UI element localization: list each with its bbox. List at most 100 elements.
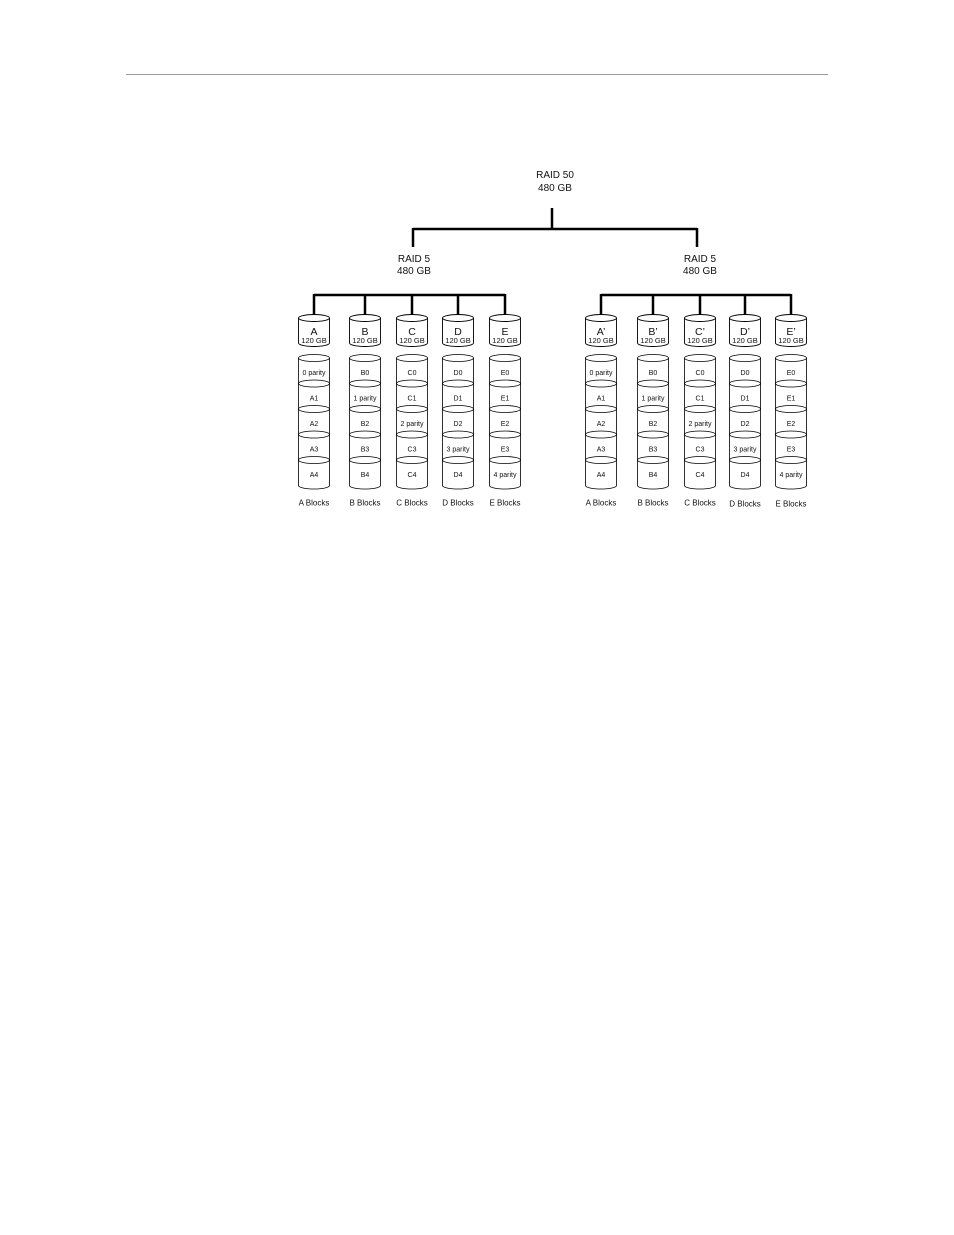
block-label: A4 [597, 472, 606, 479]
block-label: E0 [501, 370, 510, 377]
block-segment-top [684, 405, 716, 413]
block-segment-top [489, 379, 521, 388]
block-label: B4 [361, 472, 370, 479]
block-label: C4 [408, 472, 417, 479]
disk-icon-top [775, 314, 807, 322]
block-segment [489, 460, 521, 490]
block-segment-top [349, 354, 381, 362]
disk-blocks-caption: D Blocks [442, 499, 474, 508]
block-segment-top [349, 379, 381, 388]
page-header-rule [126, 74, 828, 75]
block-segment-top [729, 430, 761, 439]
block-segment-top [298, 405, 330, 413]
block-segment [729, 460, 761, 490]
block-label: A2 [597, 421, 606, 428]
block-label: E1 [787, 396, 796, 403]
disk-size: 120 GB [588, 336, 613, 345]
block-segment-top [489, 405, 521, 413]
block-segment [298, 460, 330, 490]
block-segment-top [729, 379, 761, 388]
block-label: D1 [454, 396, 463, 403]
disk-size: 120 GB [399, 336, 424, 345]
block-label: 3 parity [734, 447, 757, 454]
disk-name: B [361, 326, 368, 338]
disk-blocks-caption: E Blocks [775, 500, 806, 509]
disk-name: B’ [648, 326, 657, 338]
block-segment-top [775, 405, 807, 413]
block-segment-top [775, 354, 807, 362]
raid5-right-capacity: 480 GB [683, 266, 717, 277]
disk-name: A’ [597, 326, 606, 338]
raid5-left-capacity: 480 GB [397, 266, 431, 277]
block-label: E3 [787, 447, 796, 454]
block-label: E3 [501, 447, 510, 454]
block-segment-top [729, 456, 761, 464]
raid5-right-label: RAID 5 [684, 254, 717, 265]
block-segment-top [637, 430, 669, 439]
block-label: B2 [649, 421, 658, 428]
block-label: C0 [696, 370, 705, 377]
block-segment [585, 460, 617, 490]
disk-blocks-caption: C Blocks [684, 499, 716, 508]
block-label: A1 [310, 396, 319, 403]
disk-icon [489, 318, 521, 347]
block-segment-top [775, 430, 807, 439]
block-segment-top [396, 405, 428, 413]
block-label: E0 [787, 370, 796, 377]
block-segment-top [442, 430, 474, 439]
block-label: 0 parity [590, 370, 613, 377]
block-label: C4 [696, 472, 705, 479]
block-segment [442, 460, 474, 490]
disk-icon-top [637, 314, 669, 322]
block-segment-top [396, 354, 428, 362]
disk-blocks-caption: A Blocks [299, 499, 330, 508]
block-segment-top [396, 456, 428, 464]
block-segment-top [298, 354, 330, 362]
disk-blocks-caption: D Blocks [729, 500, 761, 509]
raid50-label: RAID 50 [536, 170, 574, 181]
block-label: D4 [454, 472, 463, 479]
block-segment-top [298, 456, 330, 464]
block-label: B0 [649, 370, 658, 377]
disk-blocks-caption: B Blocks [349, 499, 380, 508]
disk-name: E [501, 326, 508, 338]
block-segment-top [637, 379, 669, 388]
disk-icon-top [298, 314, 330, 322]
disk-icon-top [442, 314, 474, 322]
block-segment-top [489, 430, 521, 439]
disk-icon [298, 318, 330, 347]
block-segment-top [396, 430, 428, 439]
block-segment-top [298, 379, 330, 388]
block-label: D1 [741, 396, 750, 403]
block-label: A4 [310, 472, 319, 479]
disk-size: 120 GB [640, 336, 665, 345]
disk-name: E’ [786, 326, 795, 338]
block-label: 4 parity [780, 472, 803, 479]
block-label: D2 [454, 421, 463, 428]
block-segment-top [637, 456, 669, 464]
disk-icon-top [489, 314, 521, 322]
disk-icon-top [684, 314, 716, 322]
block-segment [349, 460, 381, 490]
block-label: A3 [597, 447, 606, 454]
disk-icon [585, 318, 617, 347]
raid5-left-label: RAID 5 [398, 254, 431, 265]
block-label: E2 [787, 421, 796, 428]
disk-icon-top [349, 314, 381, 322]
disk-icon [775, 318, 807, 347]
block-segment [775, 460, 807, 490]
disk-size: 120 GB [492, 336, 517, 345]
block-segment-top [775, 379, 807, 388]
block-label: C3 [696, 447, 705, 454]
disk-name: A [310, 326, 317, 338]
block-label: D4 [741, 472, 750, 479]
block-label: B3 [361, 447, 370, 454]
block-segment-top [298, 430, 330, 439]
block-label: A2 [310, 421, 319, 428]
block-segment-top [684, 456, 716, 464]
